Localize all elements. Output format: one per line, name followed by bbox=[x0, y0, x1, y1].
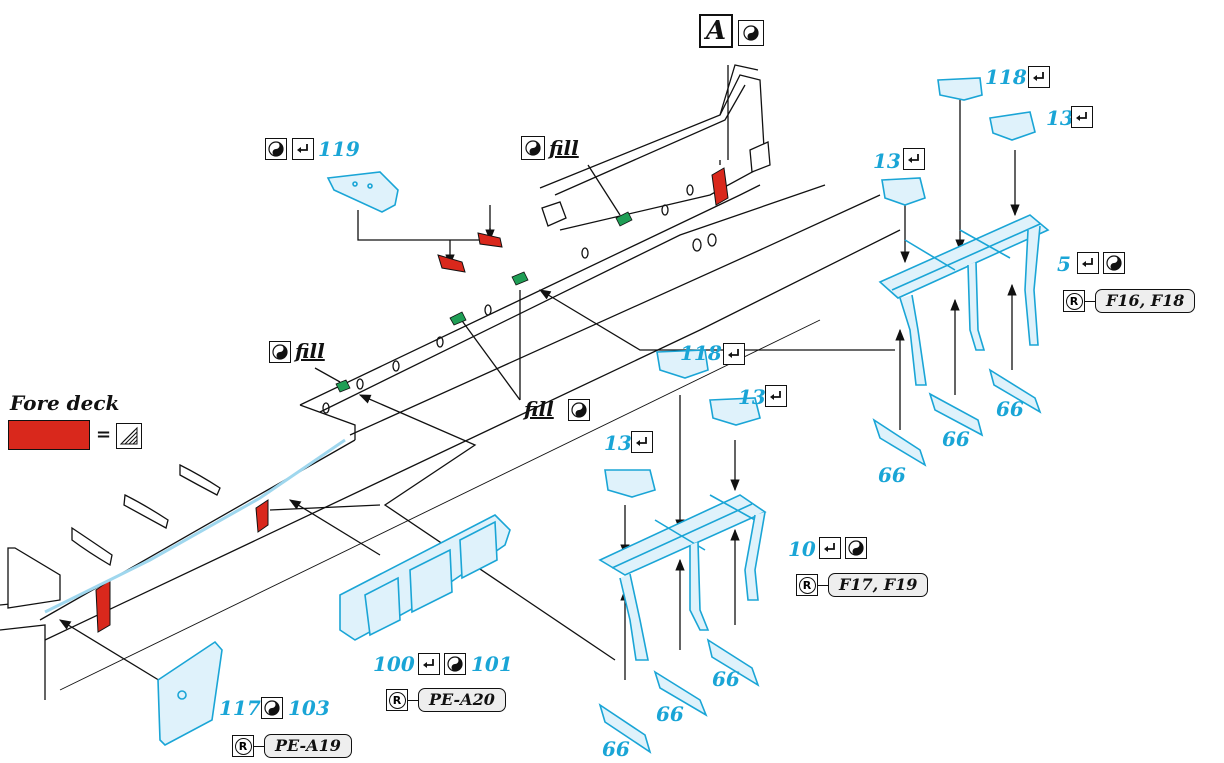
part-number-117: 117 bbox=[219, 696, 261, 720]
bent-arrow-icon bbox=[819, 537, 841, 559]
registered-icon: R bbox=[232, 735, 254, 757]
part-number-13-mid-b: 13 bbox=[604, 431, 632, 455]
fill-label-fore: fill bbox=[295, 339, 325, 363]
fill-label-aft: fill bbox=[549, 136, 579, 160]
part-number-66-right-a: 66 bbox=[996, 397, 1024, 421]
marker-a: A bbox=[699, 14, 733, 48]
ref-connector bbox=[818, 585, 828, 586]
bent-arrow-icon bbox=[292, 138, 314, 160]
fore-deck-label: Fore deck bbox=[10, 391, 120, 415]
yin-yang-icon bbox=[845, 537, 867, 559]
yin-yang-icon bbox=[1103, 252, 1125, 274]
bent-arrow-icon bbox=[1071, 106, 1093, 128]
part-number-13-right-a: 13 bbox=[1046, 106, 1074, 130]
part-number-103: 103 bbox=[288, 696, 330, 720]
yin-yang-icon bbox=[269, 341, 291, 363]
part-number-66-right-c: 66 bbox=[878, 463, 906, 487]
part-number-119: 119 bbox=[318, 137, 360, 161]
fore-deck-swatch bbox=[8, 420, 90, 450]
yin-yang-icon bbox=[521, 136, 545, 160]
ref-connector bbox=[1085, 301, 1095, 302]
bent-arrow-icon bbox=[765, 385, 787, 407]
equals-sign: = bbox=[96, 424, 112, 445]
bent-arrow-icon bbox=[631, 431, 653, 453]
yin-yang-icon bbox=[568, 399, 590, 421]
ref-f17-f19: F17, F19 bbox=[828, 573, 929, 597]
part-number-118-right: 118 bbox=[985, 65, 1027, 89]
fill-label-mid: fill bbox=[524, 397, 554, 421]
registered-icon: R bbox=[1063, 290, 1085, 312]
yin-yang-icon bbox=[738, 20, 764, 46]
ref-pe-a20: PE-A20 bbox=[418, 688, 506, 712]
registered-icon: R bbox=[386, 689, 408, 711]
bent-arrow-icon bbox=[418, 653, 440, 675]
bent-arrow-icon bbox=[723, 343, 745, 365]
bent-arrow-icon bbox=[1028, 66, 1050, 88]
part-number-66-mid-a: 66 bbox=[712, 667, 740, 691]
part-number-10: 10 bbox=[788, 537, 816, 561]
part-number-66-right-b: 66 bbox=[942, 427, 970, 451]
ref-f16-f18: F16, F18 bbox=[1095, 289, 1196, 313]
bent-arrow-icon bbox=[903, 148, 925, 170]
hatched-panel-icon bbox=[116, 423, 142, 449]
part-number-5: 5 bbox=[1057, 252, 1071, 276]
part-number-66-mid-b: 66 bbox=[656, 702, 684, 726]
part-number-101: 101 bbox=[471, 652, 513, 676]
part-number-13-right-b: 13 bbox=[873, 149, 901, 173]
ref-connector bbox=[408, 700, 418, 701]
part-number-66-mid-c: 66 bbox=[602, 737, 630, 761]
yin-yang-icon bbox=[444, 653, 466, 675]
part-number-100: 100 bbox=[373, 652, 415, 676]
part-number-118-mid: 118 bbox=[680, 341, 722, 365]
ref-pe-a19: PE-A19 bbox=[264, 734, 352, 758]
ref-connector bbox=[254, 746, 264, 747]
bent-arrow-icon bbox=[1077, 252, 1099, 274]
registered-icon: R bbox=[796, 574, 818, 596]
part-number-13-mid-a: 13 bbox=[738, 385, 766, 409]
yin-yang-icon bbox=[265, 138, 287, 160]
yin-yang-icon bbox=[261, 697, 283, 719]
